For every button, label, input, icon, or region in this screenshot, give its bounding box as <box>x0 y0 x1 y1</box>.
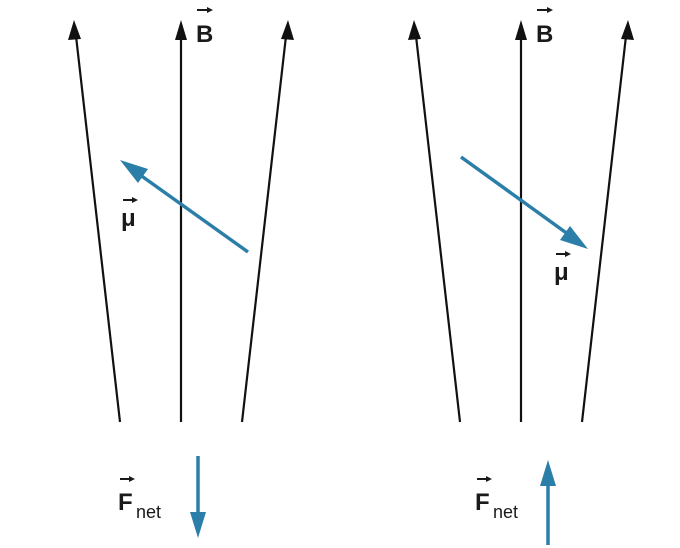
right-force-vector-bar-head <box>486 476 492 482</box>
right-moment-label: μ <box>554 251 571 286</box>
right-field-label: B <box>536 7 553 48</box>
right-moment-arrow <box>459 155 588 249</box>
left-moment-shaft <box>134 170 250 254</box>
right-force-arrowhead <box>540 460 556 486</box>
right-moment-arrowhead <box>560 226 588 249</box>
right-field-arrowhead-center <box>515 20 527 40</box>
left-field-line-left <box>74 35 122 423</box>
left-force-vector-bar-head <box>129 476 135 482</box>
right-force-subscript: net <box>493 502 518 522</box>
right-force-label-text: F <box>475 489 490 516</box>
left-moment-arrowhead <box>120 160 148 183</box>
left-field-arrowhead-left <box>68 20 81 40</box>
left-field-arrowhead-right <box>281 20 294 40</box>
left-force-arrow <box>190 456 206 538</box>
right-moment-label-text: μ <box>554 259 569 286</box>
left-force-arrowhead <box>190 512 206 538</box>
right-field-arrowhead-left <box>408 20 421 40</box>
right-field-arrowhead-right <box>621 20 634 40</box>
left-panel: B μ F net <box>68 7 294 538</box>
left-field-vector-bar-head <box>207 7 213 13</box>
left-field-label-text: B <box>196 21 213 48</box>
right-field-label-text: B <box>536 21 553 48</box>
right-field-line-right <box>580 35 628 423</box>
left-moment-arrow <box>120 160 250 254</box>
right-moment-shaft <box>459 155 574 239</box>
right-moment-vector-bar-head <box>565 251 571 257</box>
right-field-lines <box>414 35 628 423</box>
left-moment-label: μ <box>121 197 138 232</box>
left-force-label: F net <box>118 476 161 522</box>
left-field-label: B <box>196 7 213 48</box>
left-moment-label-text: μ <box>121 205 136 232</box>
left-moment-vector-bar-head <box>132 197 138 203</box>
left-force-label-text: F <box>118 489 133 516</box>
left-force-subscript: net <box>136 502 161 522</box>
left-field-arrowheads <box>68 20 294 40</box>
right-panel: B μ F net <box>408 7 634 545</box>
right-field-line-left <box>414 35 462 423</box>
right-field-vector-bar-head <box>547 7 553 13</box>
right-force-label: F net <box>475 476 518 522</box>
right-force-arrow <box>540 460 556 545</box>
left-field-line-right <box>240 35 288 423</box>
left-field-arrowhead-center <box>175 20 187 40</box>
right-field-arrowheads <box>408 20 634 40</box>
left-field-lines <box>74 35 288 423</box>
